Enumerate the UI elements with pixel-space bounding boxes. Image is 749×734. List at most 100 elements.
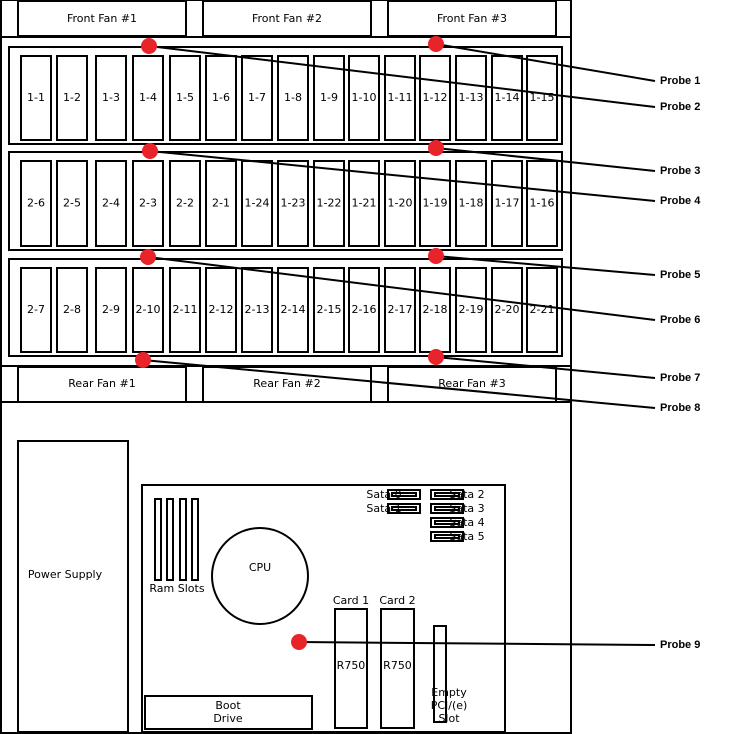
drive-slot-label: 2-6 bbox=[27, 197, 45, 210]
drive-slot bbox=[384, 267, 416, 353]
drive-slot bbox=[455, 267, 487, 353]
drive-slot bbox=[455, 160, 487, 247]
sata-port-inner bbox=[434, 506, 460, 511]
drive-slot bbox=[95, 55, 127, 141]
drive-slot bbox=[169, 55, 201, 141]
drive-slot bbox=[169, 267, 201, 353]
ram-slot bbox=[191, 498, 199, 581]
probe-lead bbox=[298, 641, 656, 646]
drive-slot bbox=[384, 55, 416, 141]
boot-drive-label: Boot bbox=[215, 699, 241, 712]
drive-slot bbox=[526, 55, 558, 141]
drive-slot bbox=[205, 55, 237, 141]
probe-sensor-dot bbox=[428, 140, 444, 156]
drive-slot bbox=[419, 160, 451, 247]
empty-slot-label: Slot bbox=[438, 712, 460, 725]
cpu-label: CPU bbox=[249, 561, 271, 574]
ram-slot bbox=[154, 498, 162, 581]
drive-slot bbox=[56, 267, 88, 353]
drive-slot bbox=[491, 267, 523, 353]
front-fan bbox=[17, 0, 187, 37]
drive-slot bbox=[241, 267, 273, 353]
drive-slot-label: 2-11 bbox=[173, 303, 198, 316]
pcie-card bbox=[334, 608, 368, 729]
rear-fan bbox=[17, 366, 187, 403]
drive-slot-label: 1-12 bbox=[423, 91, 448, 104]
sata-port-inner bbox=[434, 520, 460, 525]
drive-slot bbox=[455, 55, 487, 141]
drive-slot bbox=[313, 160, 345, 247]
drive-slot-label: 1-10 bbox=[352, 91, 377, 104]
cpu bbox=[211, 527, 309, 625]
probe-sensor-dot bbox=[428, 36, 444, 52]
drive-slot-label: 1-13 bbox=[459, 91, 484, 104]
drive-slot-label: 1-14 bbox=[495, 91, 520, 104]
probe-sensor-dot bbox=[141, 38, 157, 54]
drive-slot bbox=[526, 160, 558, 247]
drive-slot-label: 1-21 bbox=[352, 197, 377, 210]
drive-slot bbox=[95, 160, 127, 247]
power-supply bbox=[17, 440, 129, 733]
probe-lead bbox=[435, 356, 656, 379]
sata-label: Sata 3 bbox=[449, 502, 484, 515]
pcie-card bbox=[380, 608, 415, 729]
front-fan-label: Front Fan #1 bbox=[67, 12, 137, 25]
drive-slot bbox=[205, 267, 237, 353]
drive-slot-label: 2-12 bbox=[209, 303, 234, 316]
card-model: R750 bbox=[383, 659, 412, 672]
drive-slot bbox=[241, 160, 273, 247]
drive-slot-label: 2-20 bbox=[495, 303, 520, 316]
probe-label: Probe 7 bbox=[660, 372, 700, 384]
ram-slots-label: Ram Slots bbox=[149, 582, 204, 595]
drive-slot bbox=[20, 267, 52, 353]
drive-slot-label: 2-14 bbox=[281, 303, 306, 316]
ram-slot bbox=[179, 498, 187, 581]
drive-slot bbox=[277, 55, 309, 141]
drive-slot-label: 1-7 bbox=[248, 91, 266, 104]
probe-sensor-dot bbox=[428, 248, 444, 264]
sata-label: Sata 0 bbox=[366, 488, 401, 501]
drive-slot-label: 1-9 bbox=[320, 91, 338, 104]
drive-slot bbox=[56, 55, 88, 141]
drive-slot bbox=[313, 267, 345, 353]
drive-slot-label: 1-23 bbox=[281, 197, 306, 210]
drive-slot-label: 1-18 bbox=[459, 197, 484, 210]
drive-slot-label: 1-24 bbox=[245, 197, 270, 210]
empty-pcie-slot bbox=[433, 625, 447, 723]
drive-slot bbox=[348, 160, 380, 247]
drive-slot-label: 1-4 bbox=[139, 91, 157, 104]
probe-lead bbox=[435, 43, 656, 82]
sata-port-inner bbox=[391, 492, 417, 497]
empty-slot-label: Empty bbox=[431, 686, 467, 699]
drive-slot bbox=[132, 267, 164, 353]
drive-slot-label: 1-6 bbox=[212, 91, 230, 104]
drive-slot-label: 2-5 bbox=[63, 197, 81, 210]
sata-label: Sata 4 bbox=[449, 516, 484, 529]
rear-fan-label: Rear Fan #1 bbox=[68, 377, 135, 390]
drive-slot bbox=[277, 267, 309, 353]
probe-sensor-dot bbox=[140, 249, 156, 265]
probe-label: Probe 6 bbox=[660, 314, 700, 326]
boot-drive-label: Drive bbox=[213, 712, 243, 725]
drive-slot bbox=[20, 55, 52, 141]
sata-port-inner bbox=[434, 534, 460, 539]
probe-lead bbox=[435, 255, 656, 276]
front-fan bbox=[202, 0, 372, 37]
probe-label: Probe 2 bbox=[660, 101, 700, 113]
card-model: R750 bbox=[337, 659, 366, 672]
drive-slot-label: 2-4 bbox=[102, 197, 120, 210]
drive-slot-label: 1-20 bbox=[388, 197, 413, 210]
drive-slot-label: 2-9 bbox=[102, 303, 120, 316]
drive-slot bbox=[169, 160, 201, 247]
drive-slot-label: 1-8 bbox=[284, 91, 302, 104]
drive-slot-label: 1-5 bbox=[176, 91, 194, 104]
drive-slot-label: 2-13 bbox=[245, 303, 270, 316]
probe-lead bbox=[148, 45, 656, 108]
drive-slot-label: 1-19 bbox=[423, 197, 448, 210]
drive-slot bbox=[419, 267, 451, 353]
drive-slot-label: 2-17 bbox=[388, 303, 413, 316]
drive-slot-label: 2-3 bbox=[139, 197, 157, 210]
drive-slot-label: 2-15 bbox=[317, 303, 342, 316]
probe-label: Probe 9 bbox=[660, 639, 700, 651]
